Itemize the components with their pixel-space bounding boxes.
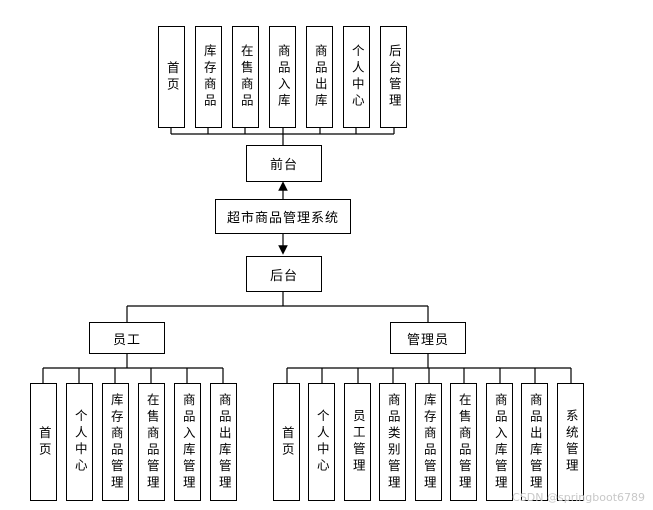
admin-module-stock-out-mgmt: 商品出库管理 <box>521 383 548 501</box>
employee-module-on-sale-mgmt: 在售商品管理 <box>138 383 165 501</box>
employee-module-home: 首页 <box>30 383 57 501</box>
admin-module-inventory-mgmt: 库存商品管理 <box>415 383 442 501</box>
admin-module-stock-in-mgmt: 商品入库管理 <box>486 383 513 501</box>
front-node: 前台 <box>246 145 322 182</box>
admin-module-staff-mgmt: 员工管理 <box>344 383 371 501</box>
watermark-text: CSDN @springboot6789 <box>512 491 645 504</box>
role-admin-node: 管理员 <box>390 322 466 354</box>
admin-module-on-sale-mgmt: 在售商品管理 <box>450 383 477 501</box>
employee-module-inventory-mgmt: 库存商品管理 <box>102 383 129 501</box>
role-employee-node: 员工 <box>89 322 165 354</box>
admin-module-system-mgmt: 系统管理 <box>557 383 584 501</box>
front-module-admin: 后台管理 <box>380 26 407 128</box>
front-module-profile: 个人中心 <box>343 26 370 128</box>
admin-module-category-mgmt: 商品类别管理 <box>379 383 406 501</box>
admin-module-home: 首页 <box>273 383 300 501</box>
front-module-home: 首页 <box>158 26 185 128</box>
front-module-stock-out: 商品出库 <box>306 26 333 128</box>
admin-module-profile: 个人中心 <box>308 383 335 501</box>
employee-module-stock-out-mgmt: 商品出库管理 <box>210 383 237 501</box>
back-node: 后台 <box>246 256 322 292</box>
employee-module-profile: 个人中心 <box>66 383 93 501</box>
employee-module-stock-in-mgmt: 商品入库管理 <box>174 383 201 501</box>
front-module-stock-in: 商品入库 <box>269 26 296 128</box>
root-node: 超市商品管理系统 <box>215 199 351 234</box>
front-module-inventory: 库存商品 <box>195 26 222 128</box>
front-module-on-sale: 在售商品 <box>232 26 259 128</box>
